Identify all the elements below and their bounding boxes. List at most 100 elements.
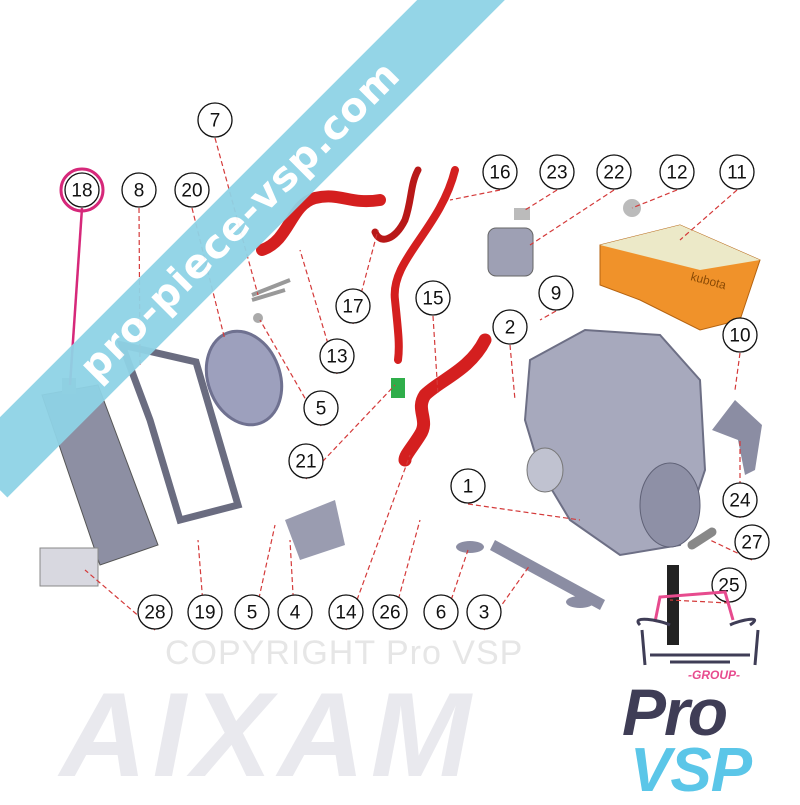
leader-line-25 — [669, 599, 730, 604]
hose-13[interactable] — [256, 190, 386, 256]
callout-28[interactable]: 28 — [137, 594, 173, 630]
callout-number: 9 — [551, 284, 562, 305]
mount-6a-part[interactable] — [456, 541, 484, 553]
hose-14-15[interactable] — [398, 333, 492, 467]
callout-14[interactable]: 14 — [328, 594, 364, 630]
callout-12[interactable]: 12 — [659, 154, 695, 190]
callout-number: 27 — [741, 533, 762, 554]
bracket-24-part[interactable] — [712, 400, 762, 475]
leader-line-12 — [631, 189, 678, 209]
leader-line-22 — [529, 189, 615, 246]
leader-line-1 — [467, 503, 581, 521]
callout-24[interactable]: 24 — [722, 482, 758, 518]
callout-5[interactable]: 5 — [303, 390, 339, 426]
callout-2[interactable]: 2 — [492, 309, 528, 345]
logo-pro-text: Pro — [622, 675, 728, 749]
sensor-28-part[interactable] — [39, 547, 99, 587]
callout-number: 8 — [134, 181, 145, 202]
engine-cover-top — [600, 225, 760, 270]
callout-number: 7 — [210, 111, 221, 132]
callout-circle — [328, 594, 364, 630]
callout-number: 14 — [335, 603, 357, 624]
leader-line-14 — [345, 454, 411, 631]
callout-5[interactable]: 5 — [234, 594, 270, 630]
callout-22[interactable]: 22 — [596, 154, 632, 190]
callout-circle — [450, 468, 486, 504]
callout-7[interactable]: 7 — [197, 102, 233, 138]
bolt-7-part[interactable] — [251, 278, 291, 302]
cap-23-part[interactable] — [514, 208, 530, 220]
callout-circle — [415, 280, 451, 316]
callout-10[interactable]: 10 — [722, 317, 758, 353]
callout-13[interactable]: 13 — [319, 338, 355, 374]
callout-circle — [423, 594, 459, 630]
callout-circle — [659, 154, 695, 190]
callout-27[interactable]: 27 — [734, 524, 770, 560]
callout-circle — [539, 154, 575, 190]
leader-line-13 — [299, 249, 338, 375]
highlight-ring — [59, 167, 105, 213]
callout-18[interactable]: 18 — [59, 167, 105, 213]
provsp-logo: -GROUP- Pro VSP — [600, 580, 800, 802]
callout-15[interactable]: 15 — [415, 280, 451, 316]
callout-number: 6 — [436, 603, 447, 624]
callout-circle — [174, 172, 210, 208]
mount-6b-part[interactable] — [566, 596, 594, 608]
fan-part[interactable] — [194, 321, 294, 436]
bracket-4-part[interactable] — [285, 500, 345, 560]
leader-line-21 — [305, 384, 396, 480]
callout-number: 17 — [342, 297, 363, 318]
callout-20[interactable]: 20 — [174, 172, 210, 208]
callout-26[interactable]: 26 — [372, 594, 408, 630]
callout-number: 23 — [546, 163, 567, 184]
callout-19[interactable]: 19 — [187, 594, 223, 630]
connector-21-part[interactable] — [391, 378, 405, 398]
callout-number: 4 — [290, 603, 301, 624]
hose-17[interactable] — [371, 166, 422, 243]
callout-number: 20 — [181, 181, 202, 202]
callout-number: 21 — [295, 452, 316, 473]
callout-11[interactable]: 11 — [719, 154, 755, 190]
callout-23[interactable]: 23 — [539, 154, 575, 190]
callout-circle — [277, 594, 313, 630]
leader-line-9 — [539, 310, 557, 321]
callout-circle — [197, 102, 233, 138]
callout-number: 28 — [144, 603, 165, 624]
leader-line-6 — [440, 549, 469, 631]
callout-4[interactable]: 4 — [277, 594, 313, 630]
callout-circle — [137, 594, 173, 630]
expansion-tank-part[interactable] — [487, 227, 534, 277]
callout-1[interactable]: 1 — [450, 468, 486, 504]
callout-6[interactable]: 6 — [423, 594, 459, 630]
leader-line-19 — [197, 539, 206, 631]
callout-number: 2 — [505, 318, 516, 339]
callout-number: 24 — [729, 491, 751, 512]
fan-shroud-part[interactable] — [116, 340, 243, 525]
callout-circle — [234, 594, 270, 630]
callout-circle — [121, 172, 157, 208]
callout-number: 19 — [194, 603, 215, 624]
callout-circle — [722, 482, 758, 518]
callout-number: 22 — [603, 163, 624, 184]
bracket-3-part[interactable] — [490, 540, 605, 610]
callout-number: 26 — [379, 603, 400, 624]
parts: kubota — [39, 166, 762, 645]
leader-line-16 — [449, 189, 501, 201]
callout-number: 5 — [247, 603, 258, 624]
engine-flywheel — [639, 462, 701, 548]
callout-number: 13 — [326, 347, 347, 368]
hose-27-part[interactable] — [687, 527, 717, 550]
callout-circle — [288, 443, 324, 479]
callout-3[interactable]: 3 — [466, 594, 502, 630]
callout-9[interactable]: 9 — [538, 275, 574, 311]
hose-16[interactable] — [390, 166, 459, 364]
callout-21[interactable]: 21 — [288, 443, 324, 479]
callout-17[interactable]: 17 — [335, 288, 371, 324]
callout-circle — [482, 154, 518, 190]
callout-8[interactable]: 8 — [121, 172, 157, 208]
callout-number: 18 — [71, 181, 92, 202]
callout-16[interactable]: 16 — [482, 154, 518, 190]
copyright-watermark: COPYRIGHT Pro VSP — [165, 634, 524, 672]
